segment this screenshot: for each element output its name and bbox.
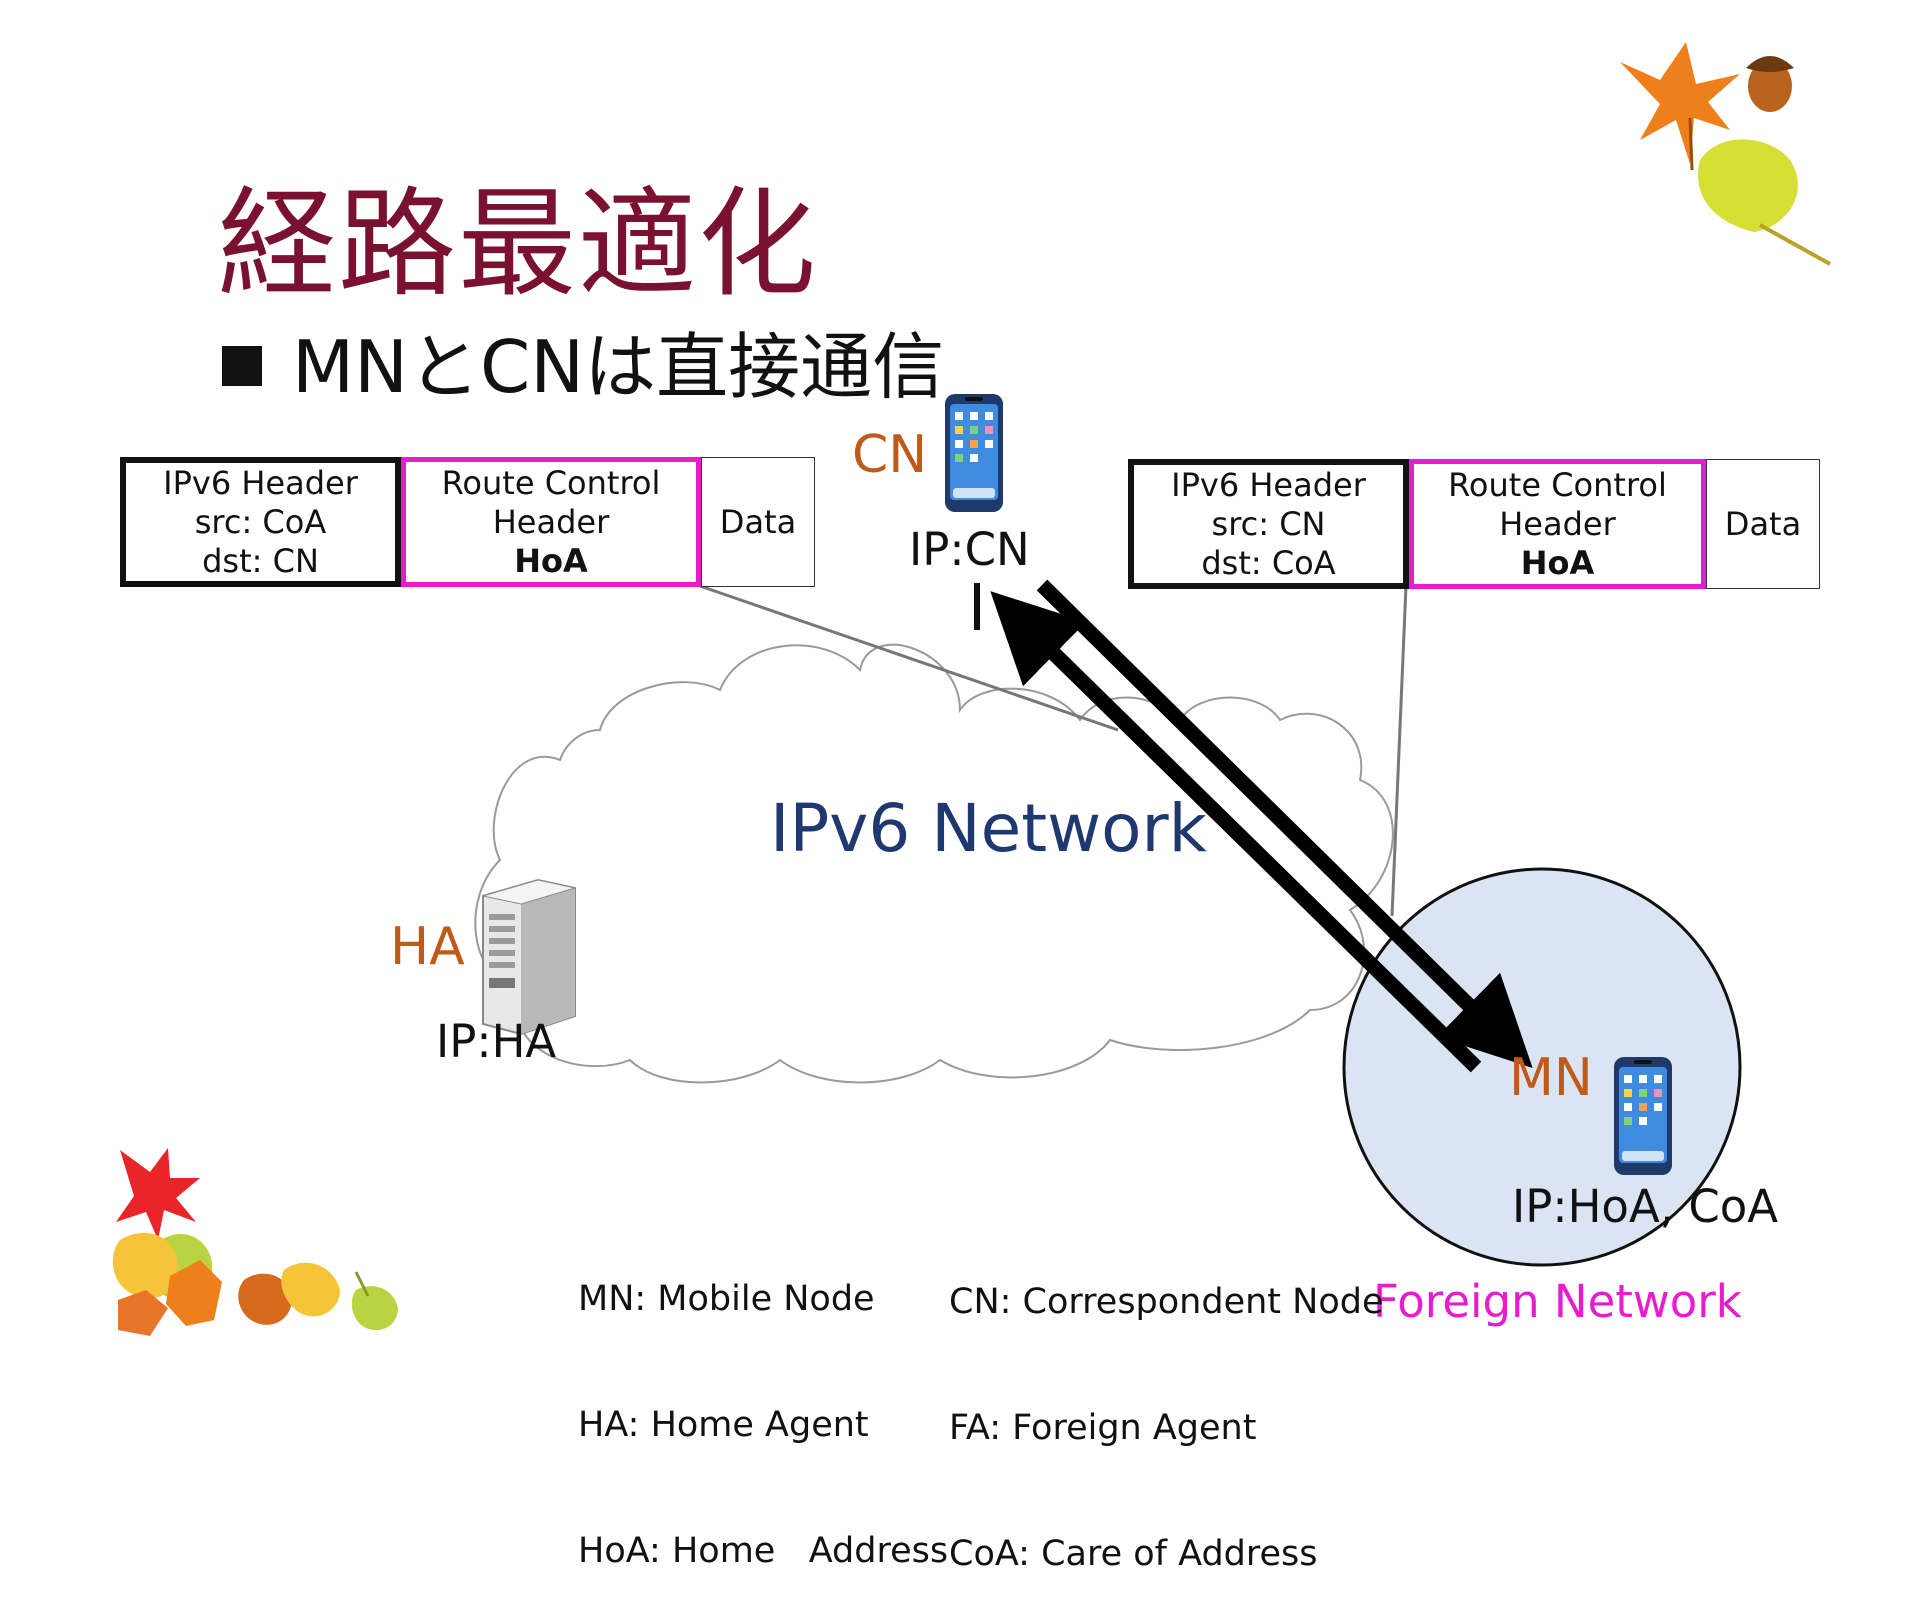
legend-item: HoA: Home Address bbox=[578, 1531, 949, 1571]
left-packet-ipv6-header: IPv6 Header src: CoA dst: CN bbox=[120, 457, 401, 587]
data-label: Data bbox=[1724, 504, 1802, 543]
left-packet-connector bbox=[699, 584, 1119, 732]
ipv6-header-title: IPv6 Header bbox=[1171, 465, 1366, 504]
ipv6-header-src: src: CN bbox=[1211, 504, 1326, 543]
bullet-item: MNとCNは直接通信 bbox=[222, 308, 944, 413]
route-control-title: Route Control bbox=[441, 463, 661, 502]
route-control-subtitle: Header bbox=[1499, 504, 1616, 543]
route-control-hoa: HoA bbox=[1520, 543, 1595, 582]
autumn-leaves-icon bbox=[112, 1148, 398, 1336]
arrow-mn-to-cn bbox=[990, 591, 1482, 1073]
legend-item: FA: Foreign Agent bbox=[949, 1408, 1257, 1448]
right-packet-ipv6-header: IPv6 Header src: CN dst: CoA bbox=[1128, 459, 1409, 589]
cn-label: CN bbox=[852, 425, 928, 485]
bullet-square-icon bbox=[222, 346, 262, 386]
smartphone-icon bbox=[1614, 1057, 1672, 1175]
server-icon bbox=[482, 878, 576, 1036]
route-control-subtitle: Header bbox=[492, 502, 610, 541]
ipv6-network-label: IPv6 Network bbox=[770, 790, 1207, 867]
mn-label: MN bbox=[1509, 1048, 1593, 1108]
ipv6-header-dst: dst: CoA bbox=[1201, 543, 1336, 582]
data-label: Data bbox=[719, 502, 797, 541]
ipv6-header-dst: dst: CN bbox=[202, 541, 319, 580]
ha-ip-label: IP:HA bbox=[436, 1015, 557, 1068]
right-packet-data: Data bbox=[1706, 459, 1820, 589]
ipv6-header-title: IPv6 Header bbox=[163, 463, 358, 502]
legend-left: MN: Mobile Node HA: Home Agent HoA: Home… bbox=[578, 1194, 948, 1614]
page-title: 経路最適化 bbox=[218, 175, 819, 313]
left-packet-route-control-header: Route Control Header HoA bbox=[401, 457, 701, 587]
ha-label: HA bbox=[390, 917, 465, 977]
legend-item: CoA: Care of Address bbox=[949, 1534, 1318, 1574]
autumn-leaves-icon bbox=[1620, 42, 1831, 266]
cn-ip-label: IP:CN bbox=[909, 523, 1030, 576]
right-packet-connector bbox=[1390, 585, 1408, 917]
legend-item: CN: Correspondent Node bbox=[949, 1282, 1384, 1322]
diagram-canvas bbox=[112, 42, 1831, 1336]
right-packet-route-control-header: Route Control Header HoA bbox=[1409, 459, 1706, 589]
arrow-cn-to-mn bbox=[1036, 579, 1533, 1068]
mn-ip-label: IP:HoA, CoA bbox=[1512, 1180, 1779, 1233]
route-control-title: Route Control bbox=[1448, 465, 1667, 504]
legend-item: MN: Mobile Node bbox=[578, 1279, 875, 1319]
ipv6-header-src: src: CoA bbox=[194, 502, 327, 541]
legend-right: CN: Correspondent Node FA: Foreign Agent… bbox=[949, 1197, 1384, 1617]
foreign-network-label: Foreign Network bbox=[1373, 1275, 1742, 1328]
legend-item: HA: Home Agent bbox=[578, 1405, 869, 1445]
left-packet-data: Data bbox=[701, 457, 815, 587]
bullet-text: MNとCNは直接通信 bbox=[292, 325, 945, 409]
route-control-hoa: HoA bbox=[514, 541, 588, 580]
smartphone-icon bbox=[945, 394, 1003, 512]
